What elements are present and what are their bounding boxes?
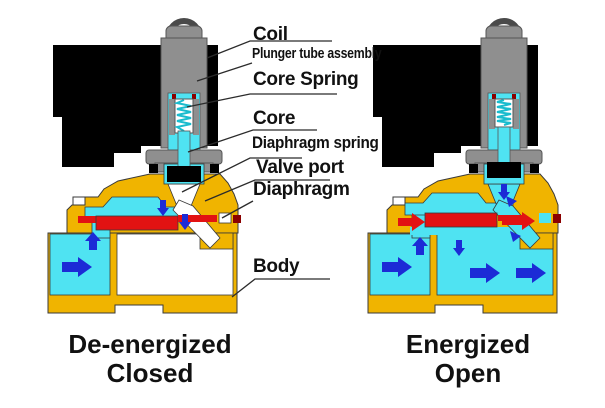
- caption-line: Energized: [405, 329, 531, 359]
- valve-energized: [368, 21, 561, 313]
- label-body: Body: [253, 256, 300, 277]
- valve-port-orifice: [539, 213, 551, 223]
- seat-dot: [233, 215, 241, 223]
- leader-coil: [206, 40, 332, 59]
- leader-core: [187, 129, 317, 153]
- label-core: Core: [253, 108, 296, 129]
- plunger-tip: [487, 162, 521, 178]
- diaphragm-seal-strip: [178, 215, 217, 222]
- leader-diaphragm-spring: [181, 157, 302, 193]
- core-spring-coil: [173, 99, 192, 132]
- under-diaphragm-water: [410, 227, 515, 235]
- leader-valve-port: [204, 179, 330, 202]
- caption-line: Closed: [106, 358, 194, 388]
- core-bar: [497, 126, 511, 168]
- port-flow-arrow: [502, 212, 535, 230]
- pilot-passage: [172, 199, 221, 249]
- leader-lines: [181, 40, 337, 298]
- plunger-tip: [167, 166, 201, 182]
- diaphragm-lip: [78, 216, 100, 223]
- leader-diaphragm: [221, 200, 254, 219]
- diaphragm-main: [424, 212, 498, 228]
- caption-deenergized-closed: De-energized Closed: [55, 330, 245, 388]
- label-valve-port: Valve port: [256, 157, 344, 178]
- label-plunger-tube-assembly: Plunger tube assembly: [252, 45, 382, 62]
- valve-port-orifice: [218, 212, 232, 224]
- seat-dot: [553, 214, 561, 223]
- pilot-passage-arrow-2: [510, 231, 521, 242]
- valve-deenergized: [48, 21, 241, 313]
- caption-line: De-energized: [68, 329, 232, 359]
- leader-plunger-tube-assembly: [196, 62, 253, 82]
- leader-body: [231, 278, 330, 298]
- caption-energized-open: Energized Open: [373, 330, 563, 388]
- leader-core-spring: [186, 93, 337, 108]
- label-diaphragm-spring: Diaphragm spring: [252, 133, 379, 152]
- spring-guide-left: [169, 99, 175, 135]
- diaphragm-main: [95, 215, 179, 231]
- diaphragm-flow-arrow-left: [398, 213, 425, 231]
- spring-guide-left: [489, 99, 495, 129]
- caption-line: Open: [434, 358, 502, 388]
- label-diaphragm: Diaphragm: [253, 179, 350, 200]
- spring-guide-right: [193, 99, 199, 135]
- label-coil: Coil: [253, 24, 288, 45]
- pilot-passage-arrow-1: [506, 196, 517, 207]
- core-spring-coil: [496, 99, 512, 126]
- label-core-spring: Core Spring: [253, 69, 359, 90]
- spring-guide-right: [513, 99, 519, 129]
